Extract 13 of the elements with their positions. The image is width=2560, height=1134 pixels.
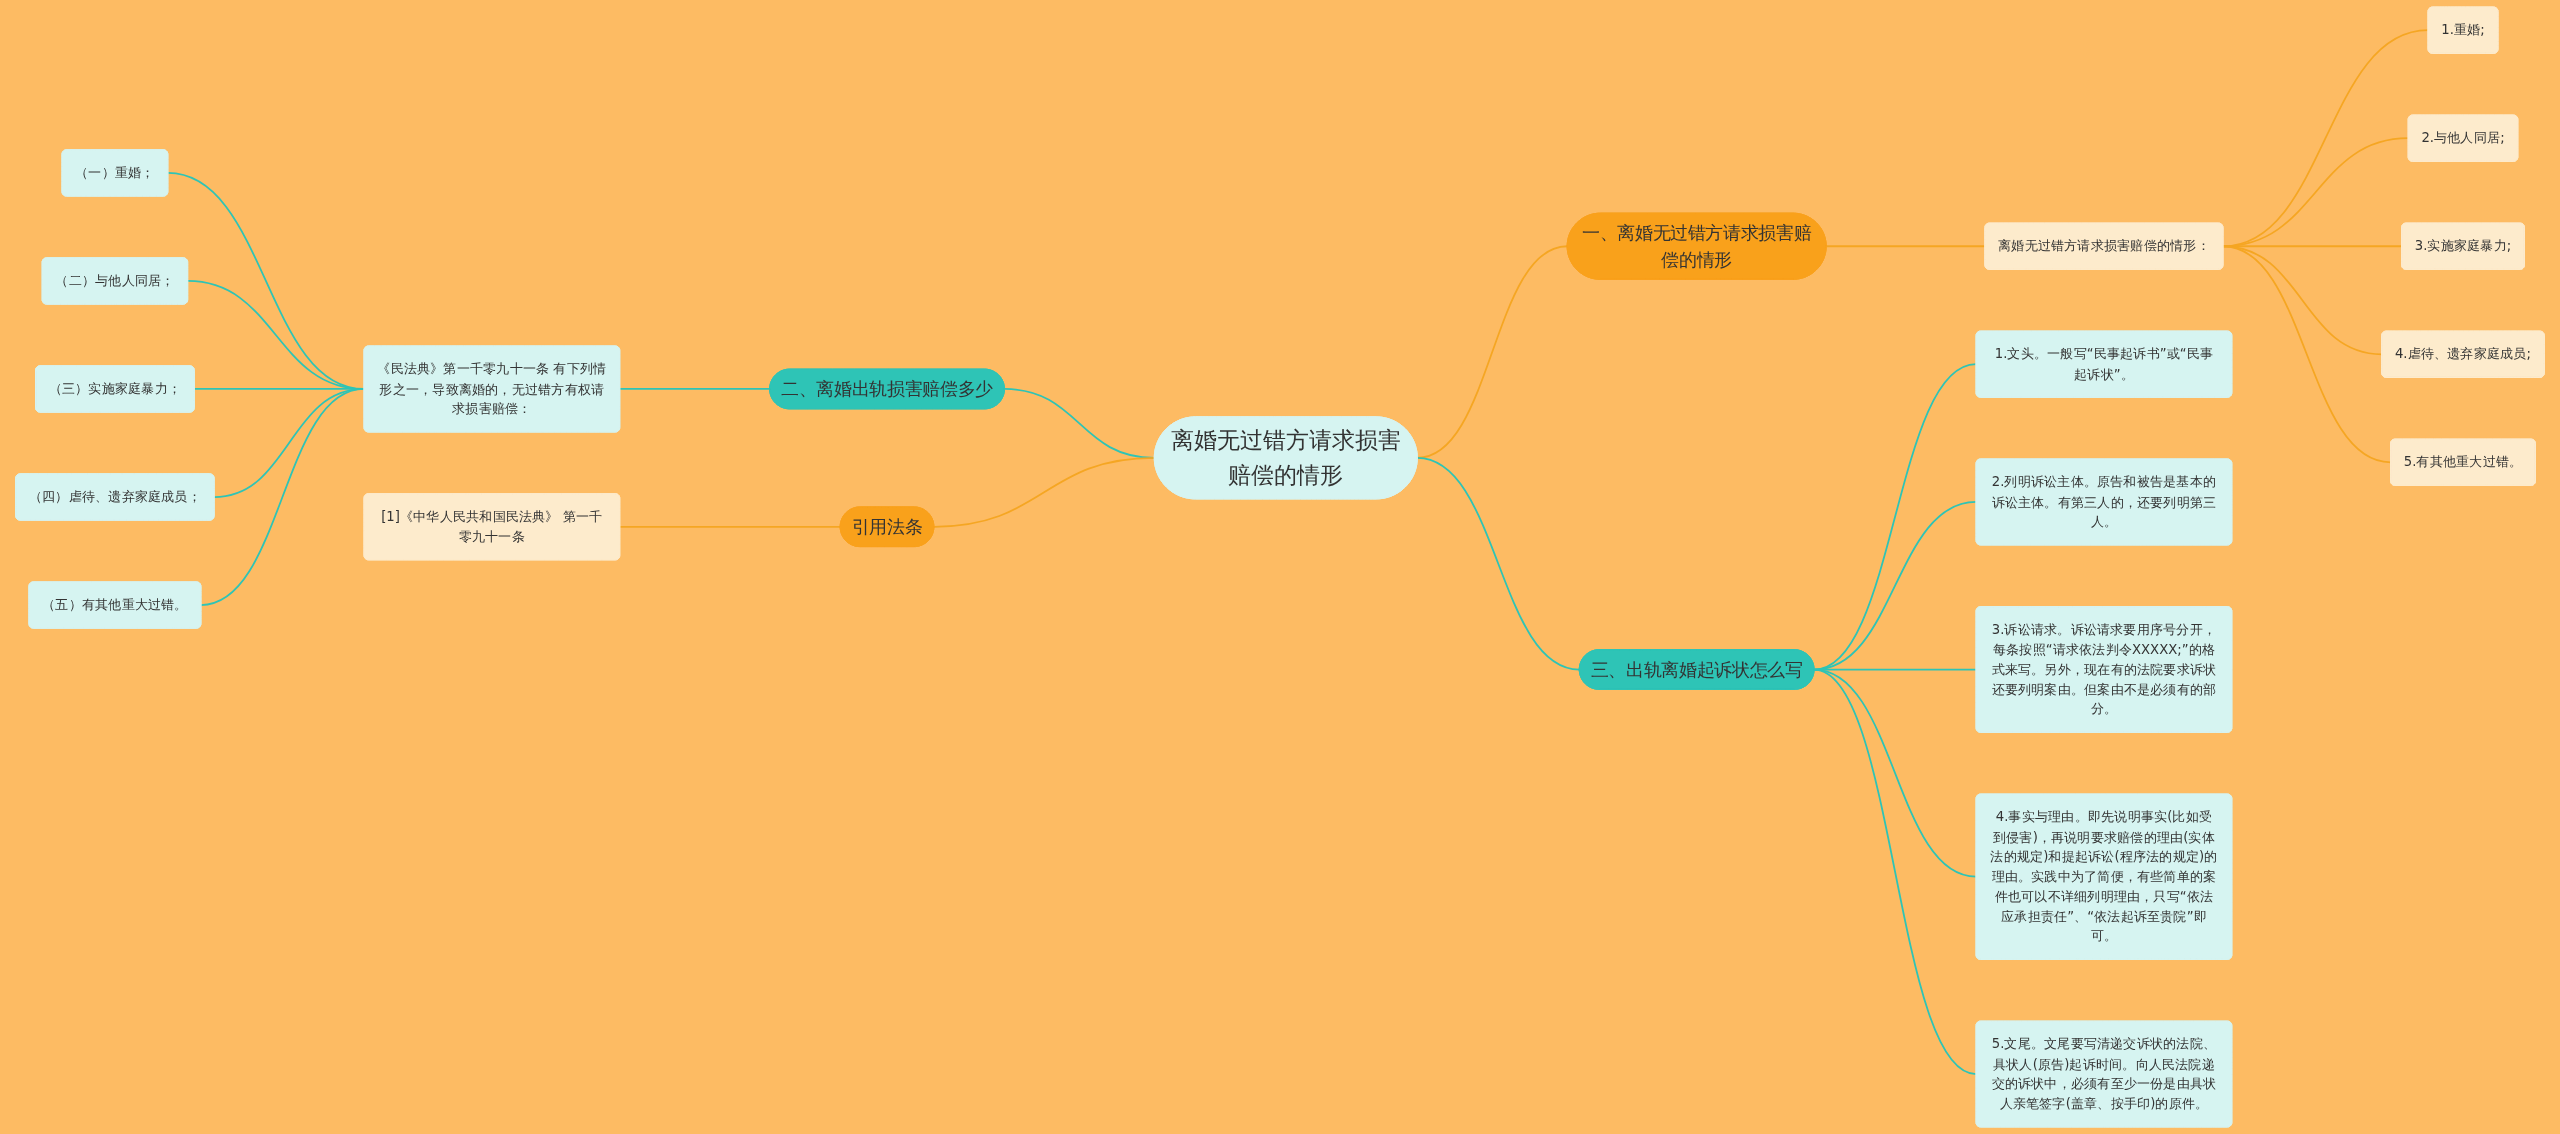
- connector: [1813, 363, 1977, 671]
- connector: [200, 388, 365, 606]
- connector: [618, 388, 771, 390]
- connector: [1813, 501, 1977, 671]
- connector: [1416, 457, 1581, 671]
- connector: [1825, 245, 1986, 248]
- connector: [618, 525, 842, 528]
- connector: [2222, 245, 2403, 248]
- connector: [933, 457, 1156, 528]
- connector: [2222, 137, 2410, 248]
- connector: [2222, 29, 2429, 248]
- connector: [1813, 668, 1977, 1075]
- connector: [2222, 245, 2392, 464]
